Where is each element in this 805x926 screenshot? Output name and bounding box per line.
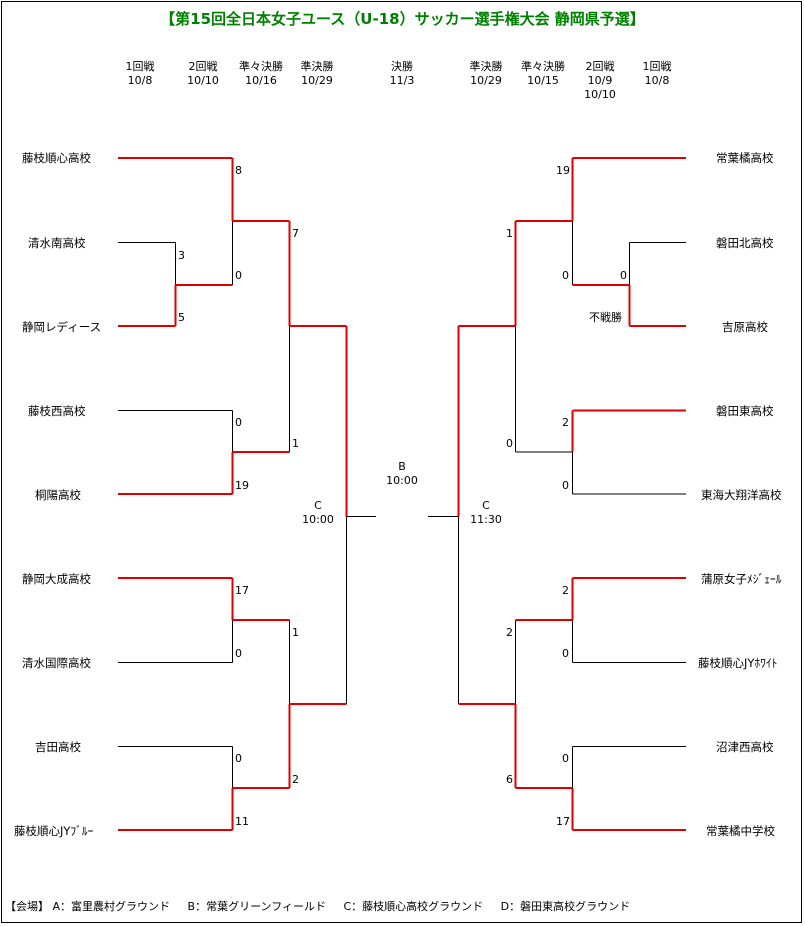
team-left: 清水国際高校	[22, 656, 91, 670]
team-left: 桐陽高校	[35, 488, 81, 502]
team-left: 吉田高校	[35, 740, 81, 754]
venue-item: 【会場】 A：富里農村グラウンド	[5, 900, 171, 913]
team-left: 静岡レディース	[22, 320, 102, 334]
score: 19	[556, 164, 570, 177]
team-left: 藤枝西高校	[28, 404, 86, 418]
team-right: 東海大翔洋高校	[701, 488, 782, 502]
score: 1	[292, 437, 299, 450]
score: 2	[562, 416, 569, 429]
team-right: 磐田北高校	[716, 236, 774, 250]
team-right: 常葉橘中学校	[706, 824, 775, 838]
score: 0	[235, 647, 242, 660]
score: 5	[178, 311, 185, 324]
score: 1	[292, 626, 299, 639]
score: 0	[562, 752, 569, 765]
team-left: 藤枝順心JYﾌﾞﾙｰ	[14, 824, 94, 838]
score: 2	[292, 773, 299, 786]
score: 0	[235, 416, 242, 429]
venue-item: C：藤枝順心高校グラウンド	[343, 900, 484, 913]
team-right: 蒲原女子ﾒｼﾞｪｰﾙ	[701, 572, 782, 586]
venue-legend: 【会場】 A：富里農村グラウンド B：常葉グリーンフィールド C：藤枝順心高校グ…	[5, 898, 644, 914]
score: 0	[562, 647, 569, 660]
team-right: 沼津西高校	[716, 740, 774, 754]
score: 6	[506, 773, 513, 786]
score: 0	[562, 479, 569, 492]
score: 3	[178, 249, 185, 262]
score: 19	[235, 479, 249, 492]
team-right: 藤枝順心JYﾎﾜｲﾄ	[698, 656, 778, 670]
page-title: 【第15回全日本女子ユース（U-18）サッカー選手権大会 静岡県予選】	[160, 10, 645, 28]
score: 17	[235, 584, 249, 597]
venue-item: D：磐田東高校グラウンド	[500, 900, 631, 913]
team-right: 磐田東高校	[716, 404, 774, 418]
score: 17	[556, 815, 570, 828]
score: 0	[235, 269, 242, 282]
score-walkover: 不戦勝	[589, 311, 622, 324]
score: 2	[506, 626, 513, 639]
team-right: 常葉橘高校	[716, 151, 774, 165]
score: 2	[562, 584, 569, 597]
score: 0	[235, 752, 242, 765]
score: 0	[620, 269, 627, 282]
score: 8	[235, 164, 242, 177]
score: 0	[506, 437, 513, 450]
team-left: 清水南高校	[28, 236, 86, 250]
score: 11	[235, 815, 249, 828]
team-right: 吉原高校	[722, 320, 768, 334]
team-left: 藤枝順心高校	[22, 151, 91, 165]
score: 7	[292, 227, 299, 240]
venue-item: B：常葉グリーンフィールド	[187, 900, 326, 913]
score: 0	[562, 269, 569, 282]
score: 1	[506, 227, 513, 240]
team-left: 静岡大成高校	[22, 572, 91, 586]
